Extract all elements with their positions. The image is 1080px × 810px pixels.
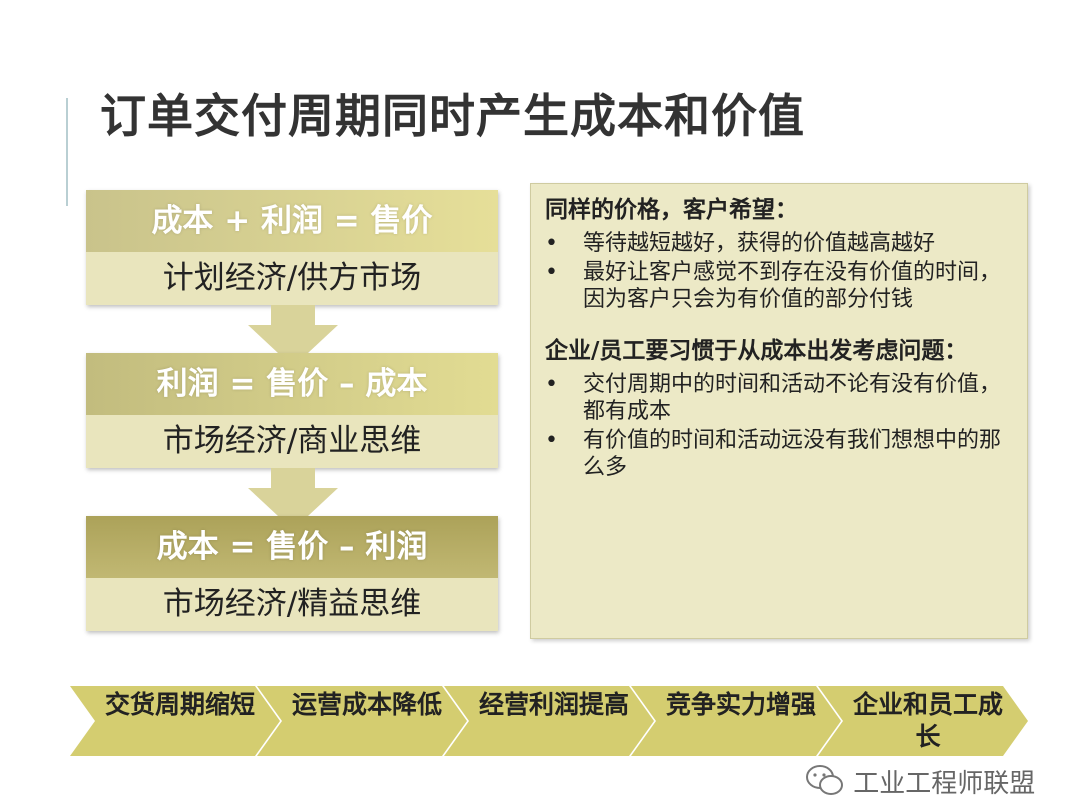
bullet-item: 等待越短越好，获得的价值越高越好 <box>545 230 1013 257</box>
chevron-label: 经营利润提高 <box>478 690 629 719</box>
chevron-step-4: 竞争实力增强 <box>631 686 846 756</box>
down-arrow-icon <box>248 305 338 367</box>
chevron-label: 企业和员工成长 <box>852 690 1003 751</box>
chevron-step-3: 经营利润提高 <box>444 686 659 756</box>
chevron-label: 运营成本降低 <box>291 690 442 719</box>
panel-heading: 企业/员工要习惯于从成本出发考虑问题： <box>545 338 968 364</box>
formula: 利润 = 售价 – 成本 <box>86 353 498 415</box>
wechat-icon <box>806 765 843 795</box>
formula-block-2: 利润 = 售价 – 成本 市场经济/商业思维 <box>86 353 498 468</box>
formula-label: 计划经济/供方市场 <box>86 252 498 305</box>
chevron-label: 交货周期缩短 <box>104 690 255 719</box>
watermark: 工业工程师联盟 <box>805 764 1035 801</box>
chevron-step-1: 交货周期缩短 <box>70 686 285 756</box>
down-arrow-icon <box>248 468 338 530</box>
formula-block-1: 成本 + 利润 = 售价 计划经济/供方市场 <box>86 190 498 305</box>
page-title: 订单交付周期同时产生成本和价值 <box>100 89 805 143</box>
chevron-step-2: 运营成本降低 <box>257 686 472 756</box>
formula-label: 市场经济/精益思维 <box>86 578 498 631</box>
watermark-text: 工业工程师联盟 <box>853 769 1036 799</box>
formula: 成本 + 利润 = 售价 <box>86 190 498 252</box>
bullet-item: 交付周期中的时间和活动不论有没有价值，都有成本 <box>545 371 1013 425</box>
bullet-item: 有价值的时间和活动远没有我们想想中的那么多 <box>545 427 1013 481</box>
formula: 成本 = 售价 – 利润 <box>86 516 498 578</box>
bullet-item: 最好让客户感觉不到存在没有价值的时间，因为客户只会为有价值的部分付钱 <box>545 259 1013 313</box>
chevron-label: 竞争实力增强 <box>665 690 816 719</box>
chevron-step-5: 企业和员工成长 <box>818 686 1033 756</box>
divider <box>66 98 68 206</box>
explanation-panel: 同样的价格，客户希望： 等待越短越好，获得的价值越高越好 最好让客户感觉不到存在… <box>530 183 1028 639</box>
formula-label: 市场经济/商业思维 <box>86 415 498 468</box>
panel-heading: 同样的价格，客户希望： <box>545 197 798 223</box>
formula-block-3: 成本 = 售价 – 利润 市场经济/精益思维 <box>86 516 498 631</box>
